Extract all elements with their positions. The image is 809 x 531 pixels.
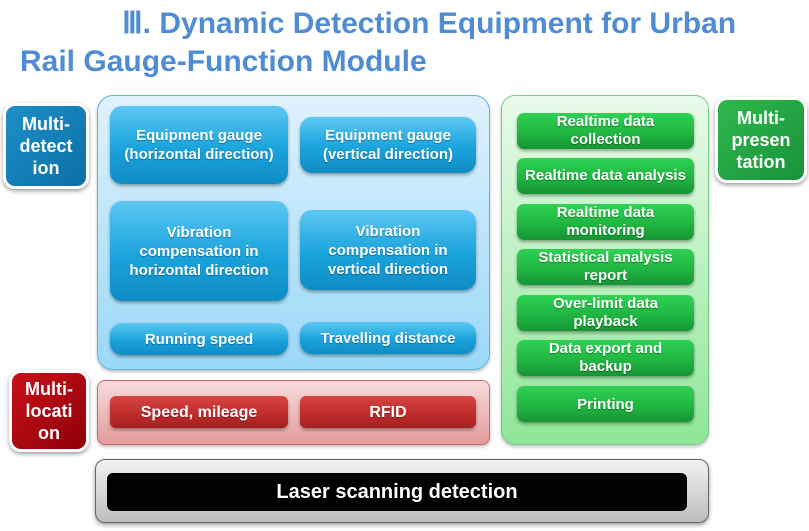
multi-detection-label: Multi- detect ion bbox=[3, 103, 89, 189]
side-label-line: on bbox=[38, 423, 60, 443]
detection-item-running-speed[interactable]: Running speed bbox=[110, 323, 288, 355]
presentation-item-realtime-monitoring[interactable]: Realtime data monitoring bbox=[517, 204, 694, 240]
detection-item-equipment-gauge-vertical[interactable]: Equipment gauge (vertical direction) bbox=[300, 117, 476, 173]
location-item-speed-mileage[interactable]: Speed, mileage bbox=[110, 396, 288, 428]
presentation-item-over-limit-playback[interactable]: Over-limit data playback bbox=[517, 295, 694, 331]
presentation-item-realtime-analysis[interactable]: Realtime data analysis bbox=[517, 158, 694, 194]
presentation-item-data-export-backup[interactable]: Data export and backup bbox=[517, 340, 694, 376]
laser-scanning-detection[interactable]: Laser scanning detection bbox=[107, 473, 687, 511]
detection-item-travelling-distance[interactable]: Travelling distance bbox=[300, 322, 476, 354]
side-label-line: Multi- bbox=[22, 114, 70, 134]
multi-presentation-label: Multi- presen tation bbox=[715, 97, 807, 183]
title-line-2: Rail Gauge-Function Module bbox=[20, 45, 427, 78]
side-label-line: ion bbox=[32, 158, 60, 178]
side-label-line: locati bbox=[25, 401, 73, 421]
detection-item-vibration-horizontal[interactable]: Vibration compensation in horizontal dir… bbox=[110, 201, 288, 301]
location-item-rfid[interactable]: RFID bbox=[300, 396, 476, 428]
side-label-line: presen bbox=[731, 130, 791, 150]
multi-location-label: Multi- locati on bbox=[9, 370, 89, 452]
presentation-item-statistical-report[interactable]: Statistical analysis report bbox=[517, 249, 694, 285]
side-label-line: tation bbox=[736, 152, 786, 172]
side-label-line: Multi- bbox=[737, 108, 785, 128]
side-label-line: detect bbox=[19, 136, 73, 156]
presentation-item-realtime-collection[interactable]: Realtime data collection bbox=[517, 113, 694, 149]
detection-item-equipment-gauge-horizontal[interactable]: Equipment gauge (horizontal direction) bbox=[110, 106, 288, 184]
presentation-item-printing[interactable]: Printing bbox=[517, 386, 694, 422]
side-label-line: Multi- bbox=[25, 379, 73, 399]
title-line-1: Ⅲ. Dynamic Detection Equipment for Urban bbox=[122, 7, 737, 40]
detection-item-vibration-vertical[interactable]: Vibration compensation in vertical direc… bbox=[300, 210, 476, 290]
